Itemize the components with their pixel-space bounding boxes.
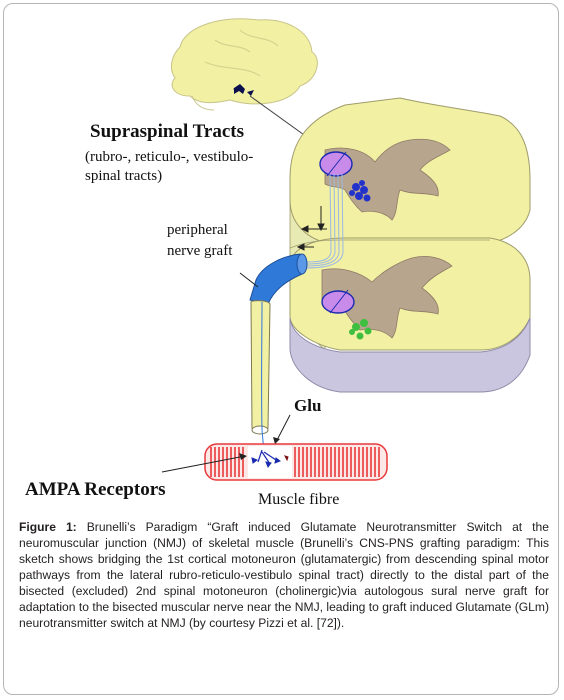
muscle-fibre — [204, 443, 388, 481]
figure-caption: Figure 1: Brunelli’s Paradigm “Graft ind… — [19, 519, 549, 631]
motoneuron-2-icon — [349, 319, 372, 340]
cortical-neuron-icon — [233, 84, 254, 96]
ampa-label: AMPA Receptors — [25, 479, 166, 500]
fiber-arrows — [296, 206, 327, 251]
muscular-nerve — [250, 300, 271, 433]
supraspinal-subtitle-1: (rubro-, reticulo-, vestibulo- — [85, 149, 253, 165]
axon-fiber — [261, 301, 265, 453]
graft-end — [296, 253, 308, 275]
muscle-label: Muscle fibre — [258, 491, 339, 508]
nerve-cut-end — [251, 425, 269, 435]
descending-fibers — [304, 173, 344, 269]
brunelli-diagram: Supraspinal Tracts (rubro-, reticulo-, v… — [25, 18, 531, 508]
glu-label: Glu — [294, 396, 321, 415]
graft-label-2: nerve graft — [167, 243, 233, 259]
graft-label-1: peripheral — [167, 222, 228, 238]
tract-oval-upper — [319, 151, 353, 177]
supraspinal-subtitle-2: spinal tracts) — [85, 168, 162, 184]
motoneuron-1-icon — [349, 180, 371, 202]
glu-arrowhead — [273, 437, 280, 444]
ampa-arrow — [161, 455, 246, 473]
tract-oval-lower — [321, 289, 355, 314]
ampa-arrowhead — [239, 453, 247, 460]
nmj-endplate — [251, 449, 289, 469]
brain — [170, 18, 318, 111]
figure-label: Figure 1: — [19, 520, 77, 534]
caption-text: Brunelli’s Paradigm “Graft induced Gluta… — [19, 520, 549, 630]
spinal-cord — [289, 97, 531, 393]
supraspinal-title: Supraspinal Tracts — [90, 121, 244, 142]
glu-arrow — [275, 414, 291, 443]
graft-pointer — [239, 272, 259, 288]
